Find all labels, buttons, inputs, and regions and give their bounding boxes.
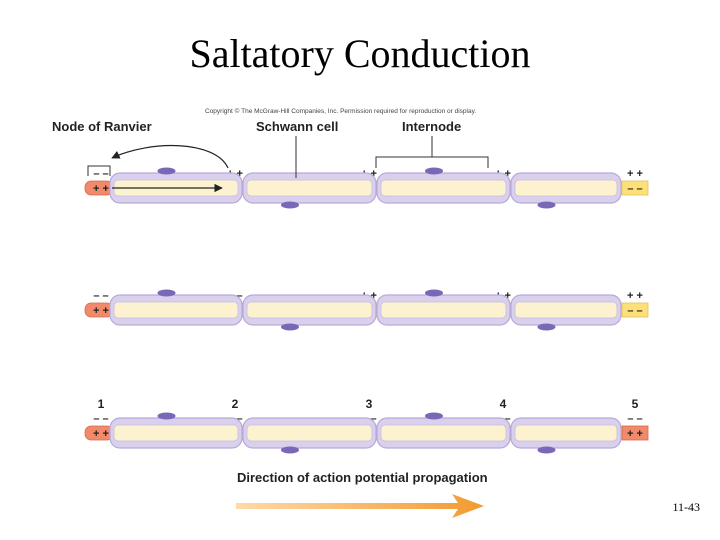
schwann-nucleus	[281, 201, 299, 209]
node-number-label: 5	[632, 397, 639, 411]
axon-row: – –+ +– –+ ++ +– –+ +– –+ +– –	[84, 289, 649, 331]
internode-axon	[514, 179, 618, 197]
internode-axon	[380, 424, 507, 442]
internode-axon	[113, 301, 239, 319]
internode-axon	[514, 424, 618, 442]
schwann-nucleus	[157, 412, 176, 420]
internode-axon	[380, 301, 507, 319]
schwann-nucleus	[425, 289, 443, 297]
propagation-arrow	[236, 494, 484, 518]
inside-charge-label: + +	[93, 183, 109, 195]
label-schwann-cell: Schwann cell	[256, 119, 339, 134]
outside-charge-label: – –	[93, 290, 108, 302]
axon-row: – –+ ++ +– –+ +– –+ +– –+ +– –	[84, 167, 649, 209]
node-number-label: 3	[366, 397, 373, 411]
inside-charge-label: – –	[627, 305, 642, 317]
outside-charge-label: – –	[627, 413, 642, 425]
copyright-notice: Copyright © The McGraw-Hill Companies, I…	[205, 108, 477, 115]
inside-charge-label: + +	[93, 428, 109, 440]
annotations	[87, 136, 489, 518]
page-number: 11-43	[672, 500, 700, 514]
inside-charge-label: + +	[93, 305, 109, 317]
outside-charge-label: + +	[627, 168, 643, 180]
internode-axon	[246, 179, 373, 197]
schwann-nucleus	[425, 167, 443, 175]
schwann-nucleus	[157, 289, 176, 297]
node-number-label: 1	[98, 397, 105, 411]
label-node-of-ranvier: Node of Ranvier	[52, 119, 152, 134]
node-bracket	[87, 165, 111, 176]
internode-axon	[514, 301, 618, 319]
internode-axon	[380, 179, 507, 197]
schwann-nucleus	[537, 446, 556, 454]
internode-bracket	[375, 136, 489, 168]
current-loop-arrow	[111, 144, 229, 169]
schwann-nucleus	[537, 323, 556, 331]
node-of-ranvier-segment	[621, 180, 649, 196]
node-number-label: 2	[232, 397, 239, 411]
outside-charge-label: + +	[627, 290, 643, 302]
outside-charge-label: – –	[93, 168, 108, 180]
node-of-ranvier-segment	[621, 425, 649, 441]
internode-axon	[246, 301, 373, 319]
outside-charge-label: – –	[93, 413, 108, 425]
internode-axon	[113, 424, 239, 442]
schwann-nucleus	[425, 412, 443, 420]
internode-axon	[246, 424, 373, 442]
schwann-nucleus	[281, 446, 299, 454]
label-internode: Internode	[402, 119, 462, 134]
schwann-nucleus	[157, 167, 176, 175]
node-number-label: 4	[500, 397, 507, 411]
schwann-nucleus	[537, 201, 556, 209]
label-propagation-direction: Direction of action potential propagatio…	[237, 470, 488, 485]
inside-charge-label: – –	[627, 183, 642, 195]
schwann-nucleus	[281, 323, 299, 331]
axon-row: – –+ +1– –+ +2– –+ +3– –+ +4– –+ +5	[84, 397, 649, 454]
slide-title: Saltatory Conduction	[189, 31, 531, 76]
inside-charge-label: + +	[627, 428, 643, 440]
node-of-ranvier-segment	[621, 302, 649, 318]
